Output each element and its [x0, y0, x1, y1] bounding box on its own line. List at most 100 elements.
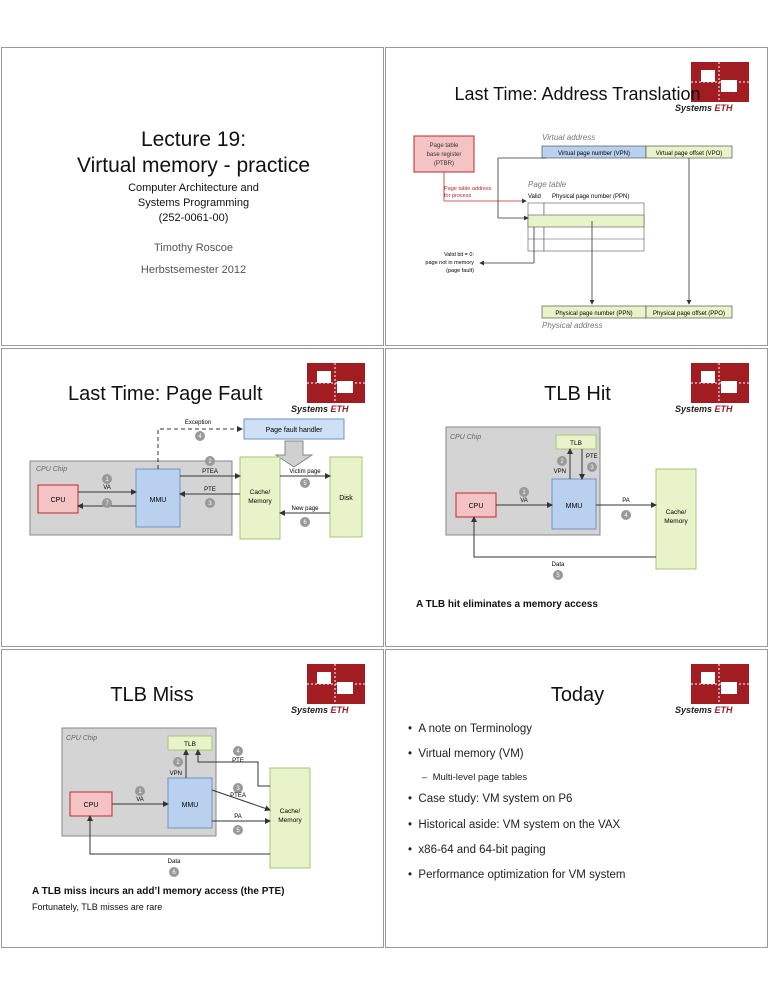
- step-5: 5: [556, 573, 560, 579]
- step-2: 2: [560, 459, 564, 465]
- slide5-title: TLB Miss: [110, 684, 194, 706]
- tlb-miss-caption: A TLB miss incurs an add’l memory access…: [32, 886, 285, 897]
- step-1: 1: [138, 789, 142, 795]
- systems-eth-logo: Systems ETH: [675, 363, 749, 421]
- pte-label: PTE: [586, 454, 598, 460]
- valid-header: Valid: [528, 194, 541, 200]
- page-fault-handler: Page fault handler: [266, 427, 323, 434]
- vpn-field: Virtual page number (VPN): [558, 151, 630, 157]
- new-page-label: New page: [291, 506, 319, 512]
- data-label: Data: [168, 859, 181, 865]
- pt-address-l2: for process: [444, 193, 471, 199]
- semester: Herbstsemester 2012: [140, 264, 247, 276]
- systems-eth-logo: Systems ETH: [291, 363, 365, 421]
- address-translation-diagram: Page table base register (PTBR) Virtual …: [413, 133, 733, 330]
- step-5: 5: [303, 481, 307, 487]
- slide-tlb-hit: Systems ETH TLB Hit CPU Chip TLB CPU MMU…: [385, 348, 768, 647]
- victim-page-label: Victim page: [289, 469, 321, 475]
- va-label: VA: [136, 797, 144, 803]
- disk-box: Disk: [339, 495, 353, 502]
- slide1-title-line2: Virtual memory - practice: [76, 154, 310, 177]
- cpu-chip-label: CPU Chip: [450, 434, 481, 441]
- tlb-miss-note: Fortunately, TLB misses are rare: [32, 902, 163, 912]
- step-5: 5: [236, 828, 240, 834]
- ptbr-l3: (PTBR): [434, 161, 454, 167]
- systems-eth-logo: Systems ETH: [675, 62, 749, 120]
- slide3-title: Last Time: Page Fault: [68, 383, 263, 405]
- systems-eth-logo: Systems ETH: [675, 664, 749, 722]
- cache-label-l1: Cache/: [280, 808, 301, 815]
- ptbr-l1: Page table: [430, 143, 459, 149]
- ppn-field: Physical page number (PPN): [555, 311, 632, 317]
- step-6: 6: [303, 520, 307, 526]
- systems-eth-logo: Systems ETH: [291, 664, 365, 722]
- step-3: 3: [208, 501, 212, 507]
- cpu-chip-label: CPU Chip: [66, 735, 97, 742]
- pt-address-l1: Page table address: [444, 186, 492, 192]
- step-4: 4: [198, 434, 202, 440]
- course-line2: Systems Programming: [137, 197, 250, 209]
- pte-label: PTE: [232, 758, 244, 764]
- tlb-hit-caption: A TLB hit eliminates a memory access: [416, 599, 598, 610]
- valid0-l2: page not in memory: [425, 260, 474, 266]
- vpn-label: VPN: [170, 771, 182, 777]
- list-item: • x86-64 and 64-bit paging: [408, 844, 546, 856]
- slide1-title-line1: Lecture 19:: [140, 128, 247, 151]
- exception-label: Exception: [185, 420, 211, 426]
- mmu-box: MMU: [182, 802, 199, 809]
- tlb-box: TLB: [570, 440, 582, 447]
- pa-label: PA: [234, 814, 242, 820]
- physical-address-label: Physical address: [542, 321, 602, 330]
- cpu-chip-label: CPU Chip: [36, 466, 67, 473]
- ppn-header: Physical page number (PPN): [552, 194, 629, 200]
- cpu-box: CPU: [84, 802, 99, 809]
- cache-label-l1: Cache/: [666, 509, 687, 516]
- ppo-field: Physical page offset (PPO): [653, 311, 725, 317]
- slide2-title: Last Time: Address Translation: [454, 84, 701, 104]
- tlb-box: TLB: [184, 741, 196, 748]
- list-item: • Case study: VM system on P6: [408, 793, 573, 805]
- list-sub-item: – Multi-level page tables: [422, 772, 528, 783]
- step-3: 3: [590, 465, 594, 471]
- valid0-l3: (page fault): [446, 268, 474, 274]
- cpu-box: CPU: [469, 503, 484, 510]
- course-line1: Computer Architecture and: [128, 182, 259, 194]
- tlb-miss-diagram: CPU Chip TLB CPU MMU Cache/ Memory VA VP…: [61, 727, 311, 877]
- course-code: (252-0061-00): [158, 212, 229, 224]
- step-1: 1: [522, 490, 526, 496]
- step-2: 2: [208, 459, 212, 465]
- slide-today: Systems ETH Today • A note on Terminolog…: [385, 649, 768, 948]
- list-item: • Performance optimization for VM system: [408, 869, 626, 881]
- step-6: 6: [172, 870, 176, 876]
- step-4: 4: [624, 513, 628, 519]
- slide4-title: TLB Hit: [544, 383, 611, 405]
- page-fault-diagram: CPU Chip Page fault handler CPU MMU Cach…: [29, 418, 363, 540]
- slide6-title: Today: [550, 684, 605, 706]
- va-label: VA: [520, 498, 528, 504]
- slide-title: Lecture 19: Virtual memory - practice Co…: [1, 47, 384, 346]
- pa-label: PA: [622, 498, 630, 504]
- step-7: 7: [105, 501, 109, 507]
- tlb-hit-diagram: CPU Chip TLB CPU MMU Cache/ Memory VA VP…: [445, 426, 697, 580]
- cache-label-l2: Memory: [278, 817, 302, 824]
- cpu-box: CPU: [51, 497, 66, 504]
- list-item: • A note on Terminology: [408, 723, 533, 735]
- step-2: 2: [176, 760, 180, 766]
- cache-label-l2: Memory: [248, 498, 272, 505]
- step-3: 3: [236, 786, 240, 792]
- data-label: Data: [552, 562, 565, 568]
- vpo-field: Virtual page offset (VPO): [656, 151, 722, 157]
- vpn-label: VPN: [554, 469, 566, 475]
- list-item: • Historical aside: VM system on the VAX: [408, 819, 621, 831]
- cache-label-l2: Memory: [664, 518, 688, 525]
- pte-label: PTE: [204, 487, 216, 493]
- ptea-label: PTEA: [202, 469, 218, 475]
- slide-page-fault: Systems ETH Last Time: Page Fault CPU Ch…: [1, 348, 384, 647]
- virtual-address-label: Virtual address: [542, 133, 595, 142]
- cache-label-l1: Cache/: [250, 489, 271, 496]
- page-table-label: Page table: [528, 180, 567, 189]
- slide-address-translation: Systems ETH Last Time: Address Translati…: [385, 47, 768, 346]
- step-4: 4: [236, 749, 240, 755]
- valid0-l1: Valid bit = 0:: [444, 252, 474, 258]
- mmu-box: MMU: [566, 503, 583, 510]
